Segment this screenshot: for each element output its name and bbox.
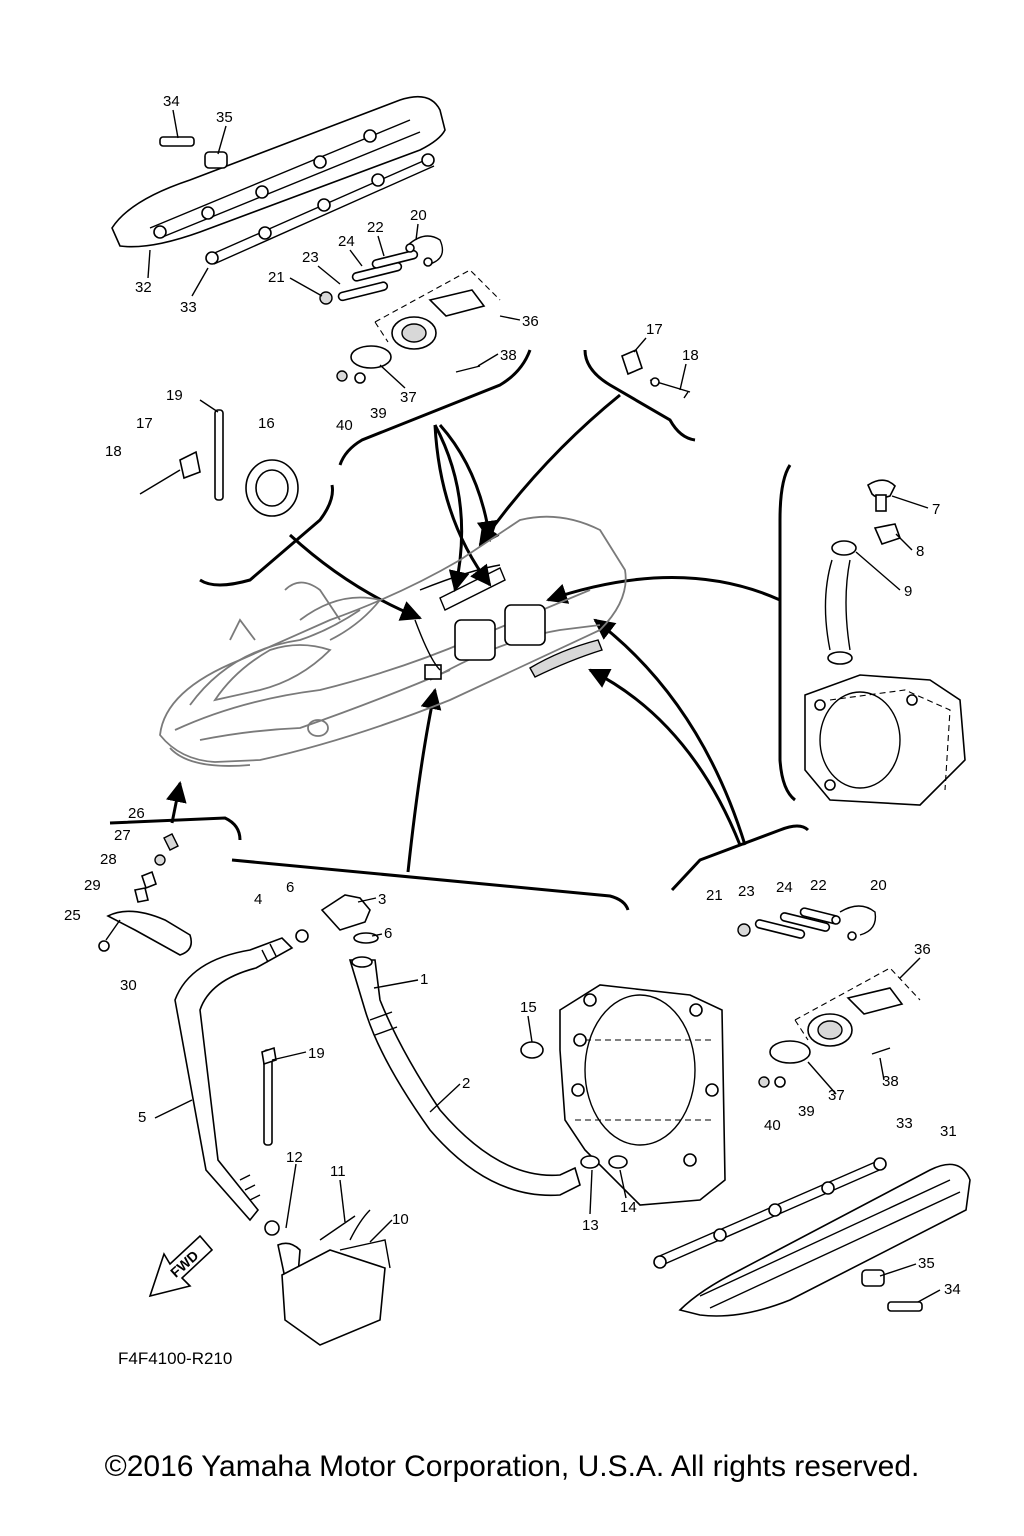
callout-17: 17 [646, 321, 663, 338]
grab-rail-bottom [653, 1157, 971, 1317]
callout-32: 32 [135, 279, 152, 296]
drain-plug-bottom [758, 967, 921, 1088]
callout-19: 19 [308, 1045, 325, 1062]
callout-20: 20 [410, 207, 427, 224]
watercraft-hull [159, 515, 627, 767]
callout-4: 4 [254, 891, 262, 908]
callout-14: 14 [620, 1199, 637, 1216]
callout-leaders [147, 109, 941, 1303]
callout-7: 7 [932, 501, 940, 518]
callout-30: 30 [120, 977, 137, 994]
copyright-notice: ©2016 Yamaha Motor Corporation, U.S.A. A… [104, 1450, 920, 1483]
callout-28: 28 [100, 851, 117, 868]
callout-22: 22 [810, 877, 827, 894]
intake-housing [520, 984, 726, 1206]
callout-12: 12 [286, 1149, 303, 1166]
callout-26: 26 [128, 805, 145, 822]
callout-18: 18 [105, 443, 122, 460]
figure-code: F4F4100-R210 [118, 1349, 232, 1368]
callout-2: 2 [462, 1075, 470, 1092]
callout-5: 5 [138, 1109, 146, 1126]
callout-21: 21 [268, 269, 285, 286]
callout-24: 24 [776, 879, 793, 896]
callout-37: 37 [400, 389, 417, 406]
callout-22: 22 [367, 219, 384, 236]
callout-18: 18 [682, 347, 699, 364]
group-frame-right [778, 464, 796, 802]
callout-17: 17 [136, 415, 153, 432]
callout-31: 31 [940, 1123, 957, 1140]
group-frame-bottom-mid [231, 858, 630, 911]
callout-40: 40 [336, 417, 353, 434]
callout-37: 37 [828, 1087, 845, 1104]
callout-9: 9 [904, 583, 912, 600]
callout-1: 1 [420, 971, 428, 988]
callout-39: 39 [370, 405, 387, 422]
callout-13: 13 [582, 1217, 599, 1234]
callout-36: 36 [914, 941, 931, 958]
clamp-and-tie-right [621, 348, 691, 399]
callout-34: 34 [944, 1281, 961, 1298]
group-frame-bottom-right [670, 824, 810, 892]
fwd-arrow: FWD [148, 1234, 214, 1298]
callout-21: 21 [706, 887, 723, 904]
callout-25: 25 [64, 907, 81, 924]
grommet-and-ties-left [139, 399, 299, 517]
callout-8: 8 [916, 543, 924, 560]
callout-36: 36 [522, 313, 539, 330]
callout-35: 35 [216, 109, 233, 126]
callout-24: 24 [338, 233, 355, 250]
callout-16: 16 [258, 415, 275, 432]
callout-6: 6 [286, 879, 294, 896]
callout-20: 20 [870, 877, 887, 894]
jet-housing-right [804, 479, 966, 806]
grab-rail-top [111, 95, 446, 265]
clip-hardware-top [319, 235, 444, 305]
callout-35: 35 [918, 1255, 935, 1272]
callout-11: 11 [330, 1163, 346, 1180]
callout-33: 33 [180, 299, 197, 316]
callout-15: 15 [520, 999, 537, 1016]
callout-33: 33 [896, 1115, 913, 1132]
drain-plug-top [336, 269, 501, 384]
group-frame-bottom-left [109, 816, 242, 841]
callout-3: 3 [378, 891, 386, 908]
group-frame-top-mid [338, 349, 532, 466]
callout-19: 19 [166, 387, 183, 404]
bracket-hardware [98, 833, 193, 956]
callout-10: 10 [392, 1211, 409, 1228]
callout-6: 6 [384, 925, 392, 942]
callout-23: 23 [302, 249, 319, 266]
clip-hardware-bottom [737, 905, 877, 941]
callout-40: 40 [764, 1117, 781, 1134]
callout-labels: 34 35 32 33 20 22 24 23 21 36 38 37 39 4… [64, 93, 961, 1298]
callout-39: 39 [798, 1103, 815, 1120]
cooling-hoses [174, 894, 581, 1346]
leader-lines [165, 393, 781, 873]
callout-29: 29 [84, 877, 101, 894]
group-frame-left [199, 484, 334, 587]
callout-38: 38 [500, 347, 517, 364]
callout-27: 27 [114, 827, 131, 844]
callout-38: 38 [882, 1073, 899, 1090]
callout-34: 34 [163, 93, 180, 110]
group-frame-top-right [583, 349, 696, 442]
callout-23: 23 [738, 883, 755, 900]
